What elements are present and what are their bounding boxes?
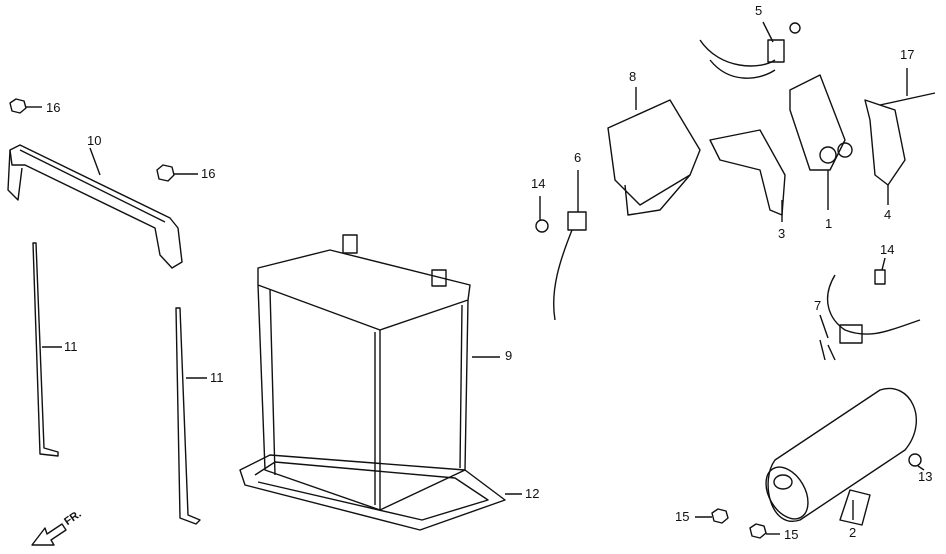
callout-label: 2: [849, 525, 857, 540]
callout-label: 6: [574, 150, 582, 165]
callout-label: 12: [525, 486, 540, 501]
nut-icon: [156, 164, 198, 182]
callout-label: 3: [778, 226, 786, 241]
ignition-coil-drawing: [765, 387, 917, 526]
bracket-drawing: [864, 68, 936, 205]
screw-icon: [908, 453, 925, 471]
callout-label: 17: [900, 47, 915, 62]
callout-label: 4: [884, 207, 892, 222]
callout-label: 14: [880, 242, 895, 257]
coil-drawing: [789, 74, 853, 210]
bracket-drawing: [709, 129, 786, 222]
callout-label: 15: [784, 527, 799, 542]
wire-drawing: [699, 21, 801, 79]
connector-drawing: [535, 170, 587, 321]
control-unit-drawing: [607, 87, 701, 216]
harness-drawing: [819, 257, 921, 361]
battery-bracket-drawing: [7, 144, 183, 269]
nut-icon: [695, 508, 780, 539]
callout-label: 10: [87, 133, 102, 148]
callout-label: 1: [825, 216, 833, 231]
callout-label: 14: [531, 176, 546, 191]
callout-label: 16: [46, 100, 61, 115]
callout-label: 15: [675, 509, 690, 524]
battery-drawing: [257, 234, 500, 511]
callout-label: 11: [210, 370, 224, 385]
front-arrow-icon: [31, 523, 67, 546]
callout-label: 8: [629, 69, 637, 84]
callout-label: 11: [64, 339, 78, 354]
callout-label: 5: [755, 3, 763, 18]
battery-tray-drawing: [239, 454, 522, 531]
nut-icon: [9, 98, 42, 114]
callout-label: 9: [505, 348, 513, 363]
rod-drawing: [32, 242, 207, 525]
callout-label: 13: [918, 469, 933, 484]
callout-label: 7: [814, 298, 822, 313]
callout-label: 16: [201, 166, 216, 181]
